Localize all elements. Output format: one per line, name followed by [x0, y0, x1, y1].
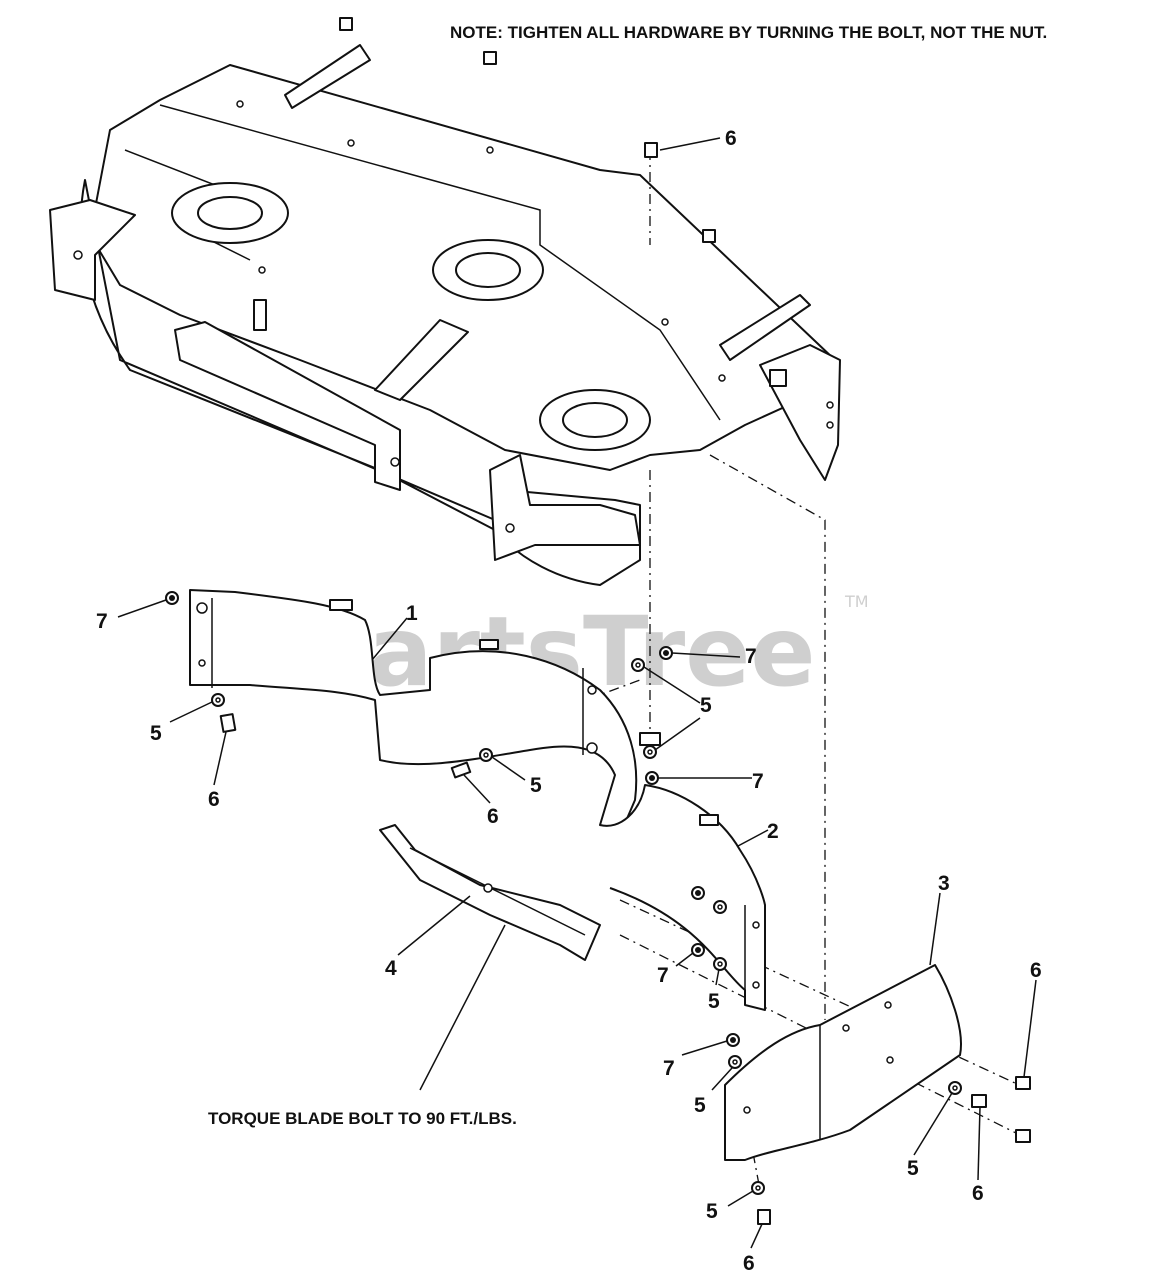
callout-1: 1 [406, 602, 418, 625]
callout-6: 6 [1030, 959, 1042, 982]
callout-6: 6 [972, 1182, 984, 1205]
baffle-part-2 [599, 784, 766, 1011]
callout-5: 5 [706, 1200, 718, 1223]
torque-note: TORQUE BLADE BOLT TO 90 FT./LBS. [208, 1109, 517, 1128]
callout-7: 7 [663, 1057, 675, 1080]
callout-6: 6 [743, 1252, 755, 1275]
shield-part-3 [724, 964, 962, 1161]
callout-7: 7 [657, 964, 669, 987]
callout-7: 7 [752, 770, 764, 793]
callout-5: 5 [694, 1094, 706, 1117]
callout-6: 6 [725, 127, 737, 150]
blade-part-4 [379, 824, 601, 961]
callout-5: 5 [907, 1157, 919, 1180]
callout-5: 5 [708, 990, 720, 1013]
callout-6: 6 [208, 788, 220, 811]
callout-5: 5 [700, 694, 712, 717]
hardware-note: NOTE: TIGHTEN ALL HARDWARE BY TURNING TH… [450, 23, 1047, 42]
callout-5: 5 [150, 722, 162, 745]
spindle-mount-right [539, 389, 651, 451]
callout-5: 5 [530, 774, 542, 797]
baffle-part-1 [189, 589, 661, 836]
callout-4: 4 [385, 957, 397, 980]
bolt-6-top [644, 142, 658, 158]
callout-7: 7 [96, 610, 108, 633]
callout-3: 3 [938, 872, 950, 895]
callout-2: 2 [767, 820, 779, 843]
spindle-mount-center [432, 239, 544, 301]
callout-7: 7 [745, 645, 757, 668]
callouts: 6 7 1 7 5 5 5 7 6 6 2 3 4 6 7 5 7 5 5 6 … [96, 127, 1042, 1275]
hardware [165, 591, 1031, 1225]
leader-lines [117, 137, 1037, 1249]
mower-deck [49, 17, 841, 586]
callout-6: 6 [487, 805, 499, 828]
watermark-tm: TM [844, 592, 869, 611]
spindle-mount-left [171, 182, 289, 244]
